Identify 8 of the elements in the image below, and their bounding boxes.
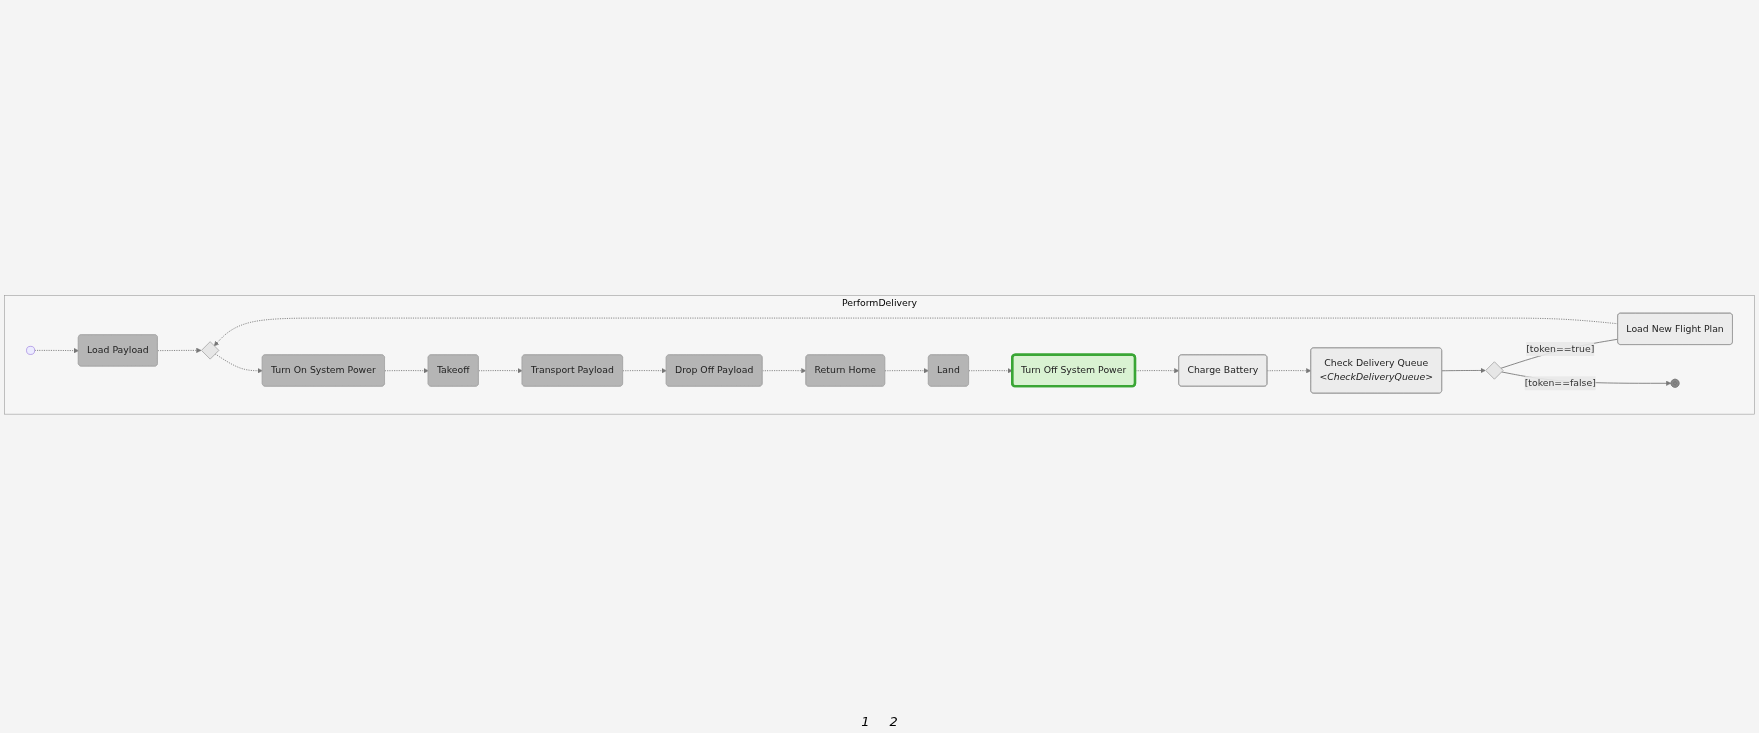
node-diamond (1485, 361, 1504, 380)
node-circle (26, 346, 35, 355)
connector (1500, 338, 1619, 369)
node-diamond (201, 341, 220, 360)
flow-number: 2 (889, 714, 898, 729)
flow-number: 1 (861, 714, 870, 729)
edge-label: [token==false] (1524, 377, 1596, 389)
edge-label: [token==true] (1526, 343, 1595, 355)
